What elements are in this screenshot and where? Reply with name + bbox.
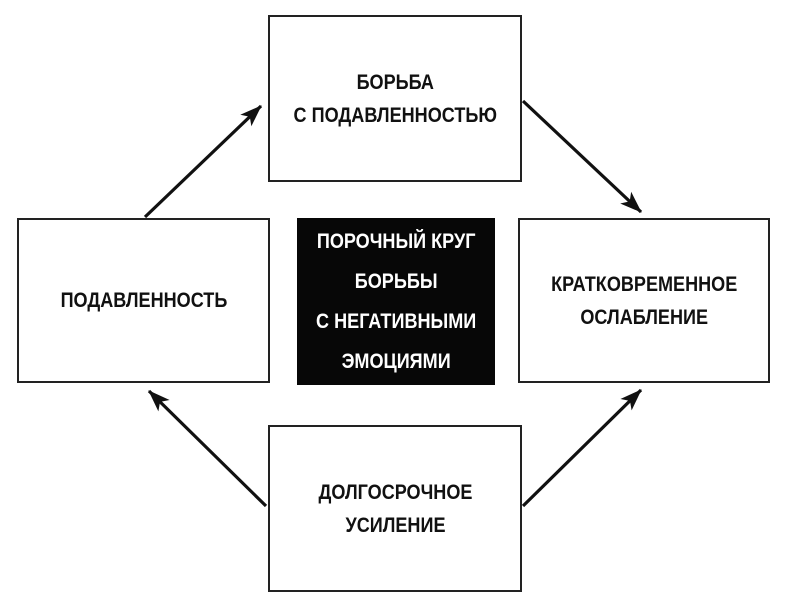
node-label: ДОЛГОСРОЧНОЕ УСИЛЕНИЕ xyxy=(318,476,472,542)
label-line: ПОДАВЛЕННОСТЬ xyxy=(60,289,227,312)
node-label: ПОРОЧНЫЙ КРУГ БОРЬБЫ С НЕГАТИВНЫМИ ЭМОЦИ… xyxy=(316,222,476,382)
node-label: ПОДАВЛЕННОСТЬ xyxy=(60,284,227,317)
label-line: ОСЛАБЛЕНИЕ xyxy=(580,305,708,329)
arrow-struggle-to-short-term-relief xyxy=(521,99,643,214)
node-label: БОРЬБА С ПОДАВЛЕННОСТЬЮ xyxy=(293,66,496,132)
label-line: ЭМОЦИЯМИ xyxy=(341,349,451,373)
node-depression: ПОДАВЛЕННОСТЬ xyxy=(17,218,270,383)
arrow-depression-to-struggle xyxy=(143,104,263,219)
label-line: С ПОДАВЛЕННОСТЬЮ xyxy=(293,103,497,127)
node-struggle-with-depression: БОРЬБА С ПОДАВЛЕННОСТЬЮ xyxy=(268,15,522,182)
label-line: БОРЬБА xyxy=(356,70,434,94)
arrow-long-term-to-short-term-relief xyxy=(521,388,643,508)
label-line: КРАТКОВРЕМЕННОЕ xyxy=(550,272,738,296)
node-label: КРАТКОВРЕМЕННОЕ ОСЛАБЛЕНИЕ xyxy=(551,268,737,334)
label-line: ПОРОЧНЫЙ КРУГ xyxy=(316,229,476,253)
node-vicious-circle-title: ПОРОЧНЫЙ КРУГ БОРЬБЫ С НЕГАТИВНЫМИ ЭМОЦИ… xyxy=(297,218,495,385)
label-line: УСИЛЕНИЕ xyxy=(344,513,446,537)
label-line: ДОЛГОСРОЧНОЕ xyxy=(318,480,472,504)
label-line: БОРЬБЫ xyxy=(354,269,438,293)
node-long-term-intensification: ДОЛГОСРОЧНОЕ УСИЛЕНИЕ xyxy=(268,425,522,592)
arrow-long-term-to-depression xyxy=(147,389,268,508)
label-line: С НЕГАТИВНЫМИ xyxy=(315,309,477,333)
node-short-term-relief: КРАТКОВРЕМЕННОЕ ОСЛАБЛЕНИЕ xyxy=(518,218,770,383)
